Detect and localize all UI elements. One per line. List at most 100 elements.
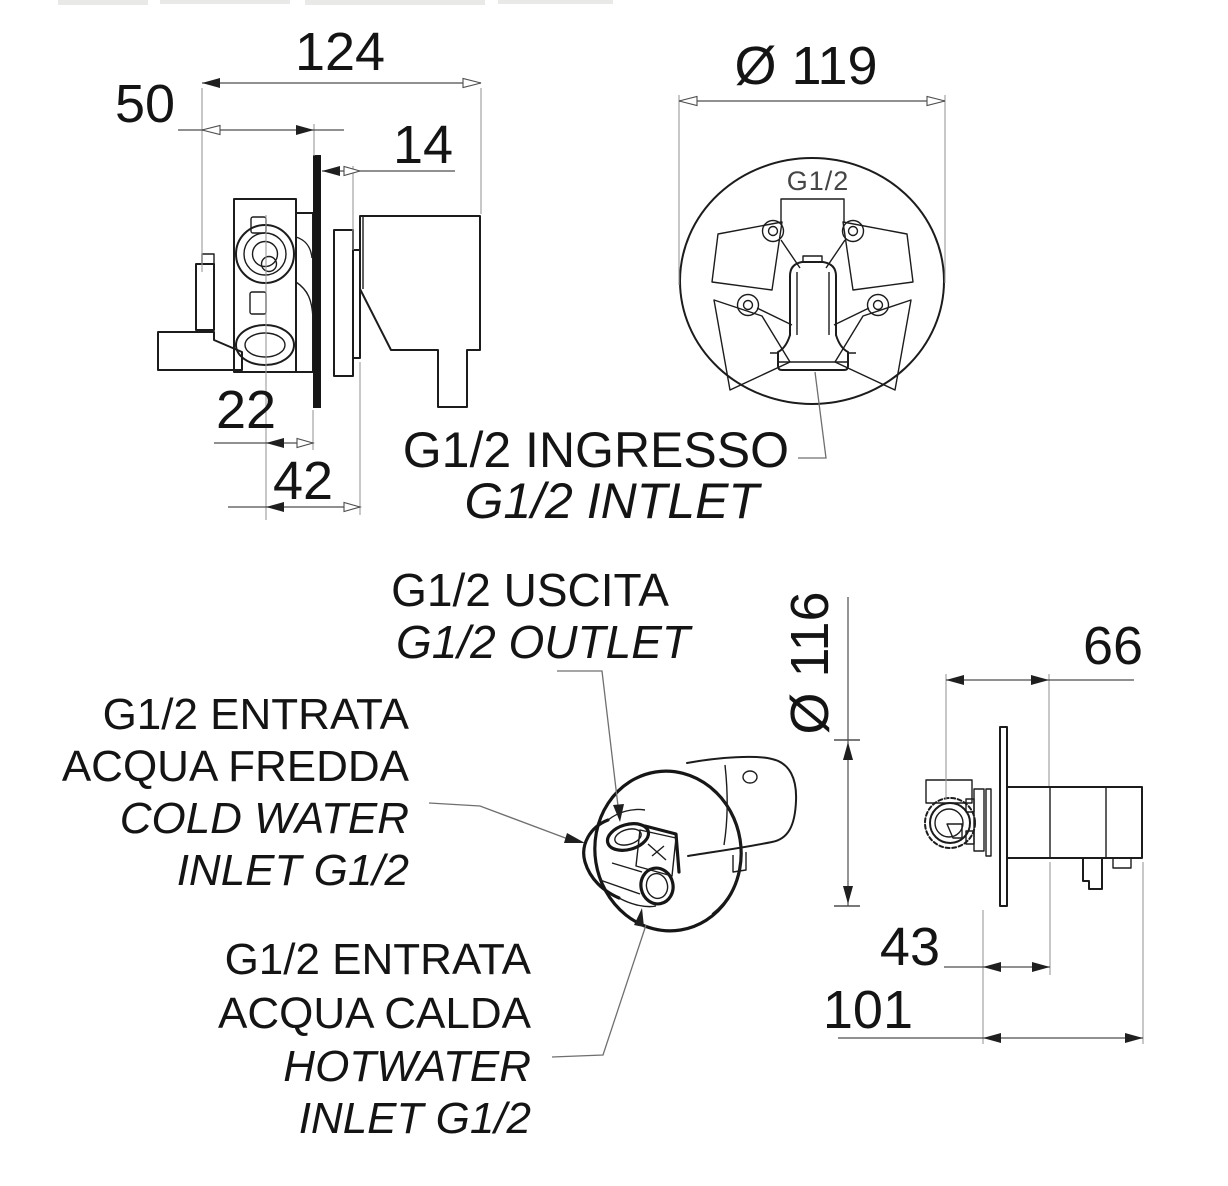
hot-label-line3: HOTWATER [283,1042,531,1091]
front-housing-3d [582,818,621,900]
elbow-plate-edge [643,824,681,874]
ear-upper-right-hole [847,225,859,237]
ear-lower-right [866,293,890,317]
ear-upper-right [841,219,865,243]
front-view: G1/2 Ø 119 [678,36,946,459]
hot-label-line2: ACQUA CALDA [218,989,532,1038]
center-column [789,261,837,336]
dim-22-text: 22 [216,380,276,440]
valve-cartridge-block [295,212,314,373]
clamp-nub-top [965,798,975,813]
wing-upper-right [842,221,914,291]
top-port-rect [780,198,845,222]
clamp-nub-bottom [965,830,975,845]
port-strut-lines [599,862,643,895]
hot-label-line4: INLET G1/2 [299,1094,531,1143]
knob-face [934,808,964,838]
upper-port-detail [260,255,278,273]
handle-collar [352,249,361,359]
ear-upper-left [761,219,785,243]
dimension-wall-clearance: 14 [322,115,455,177]
wing-lower-left [713,299,791,391]
dim-43-text: 43 [880,917,940,977]
center-column-detail [796,255,830,335]
casting-curve-top [295,236,313,259]
outlet-label: G1/2 USCITA G1/2 OUTLET [391,564,693,668]
perspective-view: Ø 116 [428,591,860,1058]
hot-leader [551,908,647,1058]
rear-body-seam [723,764,728,846]
lower-port-outer [235,324,295,366]
bracket-base [157,331,243,371]
elbow-plate-detail [635,829,677,877]
dimension-front-diameter: Ø 119 [678,36,946,285]
dimension-port-offset: 22 [214,380,316,449]
cold-label-line2: ACQUA FREDDA [62,742,410,791]
bracket-step [201,253,215,265]
knob-ring [929,802,971,844]
upper-port-ring [243,232,287,276]
dimension-overall-width: 124 [202,22,482,89]
hot-label-line1: G1/2 ENTRATA [225,935,532,984]
dim-50-text: 50 [115,74,175,134]
inlet-label-en: G1/2 INTLET [464,473,762,529]
inlet-label-it: G1/2 INGRESSO [403,422,789,478]
upper-port-3d-bore [614,828,642,846]
dimension-port-depth: 42 [228,451,363,513]
upper-port-outer [235,224,295,284]
knob-knurl [924,797,976,849]
dim-124-text: 124 [295,22,385,82]
lower-port-bore [244,332,286,358]
ear-lower-left-hole [742,299,754,311]
dimension-flange-diameter: Ø 116 [780,591,860,907]
inlet-label: G1/2 INGRESSO G1/2 INTLET [403,422,789,529]
cold-leader [428,802,585,843]
upper-port-bore [251,240,279,268]
flange-circle [679,157,945,405]
bottom-block-tabs [770,352,856,363]
lower-port-3d-bore [645,872,669,900]
valve-body-profile [1006,786,1143,859]
knob-bracket [925,779,973,804]
hot-water-label: G1/2 ENTRATA ACQUA CALDA HOTWATER INLET … [218,935,532,1143]
cold-label-line4: INLET G1/2 [177,846,409,895]
rear-body-hole [742,770,758,784]
outlet-leader [557,670,624,822]
dimension-handle-offset: 66 [946,616,1143,685]
casting-curve-bottom [295,281,314,319]
lower-port-3d [639,866,675,906]
front-housing-edges [607,808,657,908]
rear-body-tab [732,852,747,873]
dim-66-text: 66 [1083,616,1143,676]
ear-lower-right-hole [872,299,884,311]
dim-119-text: Ø 119 [734,36,877,96]
dimension-overall-depth: 101 [823,980,1143,1043]
dim-14-text: 14 [393,115,453,175]
port-stub [1112,857,1132,869]
bracket-arm [195,263,215,331]
flange-rim-3d [711,789,743,915]
wing-lower-right [834,299,912,391]
side-section-view: 124 50 14 22 42 [115,22,482,520]
wall-section-line [313,155,321,408]
rear-body-3d [686,755,798,857]
mid-stem-tab [249,291,267,315]
dim-101-text: 101 [823,980,913,1040]
wing-arms [756,239,870,326]
dim-42-text: 42 [273,451,333,511]
cold-water-label: G1/2 ENTRATA ACQUA FREDDA COLD WATER INL… [62,690,410,895]
ear-upper-left-hole [767,225,779,237]
clamp-plate [973,788,985,852]
outlet-label-en: G1/2 OUTLET [396,616,693,668]
escutcheon-plate-edge [333,229,354,377]
ear-lower-left [736,293,760,317]
handle-body [359,215,481,408]
outlet-label-it: G1/2 USCITA [391,564,669,616]
side-profile-view: 66 43 101 [823,616,1144,1044]
cold-label-line3: COLD WATER [120,794,409,843]
dimension-recess-depth: 50 [115,74,344,136]
flange-plate-profile [999,726,1008,907]
inlet-leader-line [798,371,827,459]
